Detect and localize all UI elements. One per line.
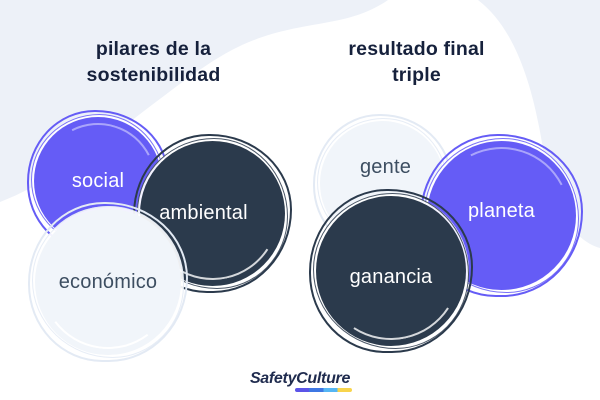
heading-left-line2: sostenibilidad bbox=[86, 64, 221, 86]
circle-ganancia: ganancia bbox=[309, 189, 473, 353]
safetyculture-logo: SafetyCulture bbox=[0, 370, 600, 392]
circle-ganancia-label: ganancia bbox=[349, 265, 433, 288]
heading-right-line2: triple bbox=[392, 64, 441, 86]
circle-planeta-label: planeta bbox=[467, 200, 535, 222]
heading-left-line1: pilares de la bbox=[95, 38, 212, 60]
safetyculture-logo-text: SafetyCulture bbox=[249, 370, 351, 387]
heading-right-line1: resultado final bbox=[348, 38, 485, 60]
heading-right: resultado final triple bbox=[305, 36, 528, 88]
safetyculture-logo-gradient-underline bbox=[294, 388, 352, 392]
circle-ambiental-label: ambiental bbox=[159, 202, 248, 224]
circle-gente-label: gente bbox=[359, 156, 412, 178]
heading-left: pilares de la sostenibilidad bbox=[41, 36, 266, 88]
circle-economico: económico bbox=[28, 202, 188, 362]
circle-social-label: social bbox=[71, 169, 125, 192]
circle-economico-label: económico bbox=[58, 270, 158, 293]
